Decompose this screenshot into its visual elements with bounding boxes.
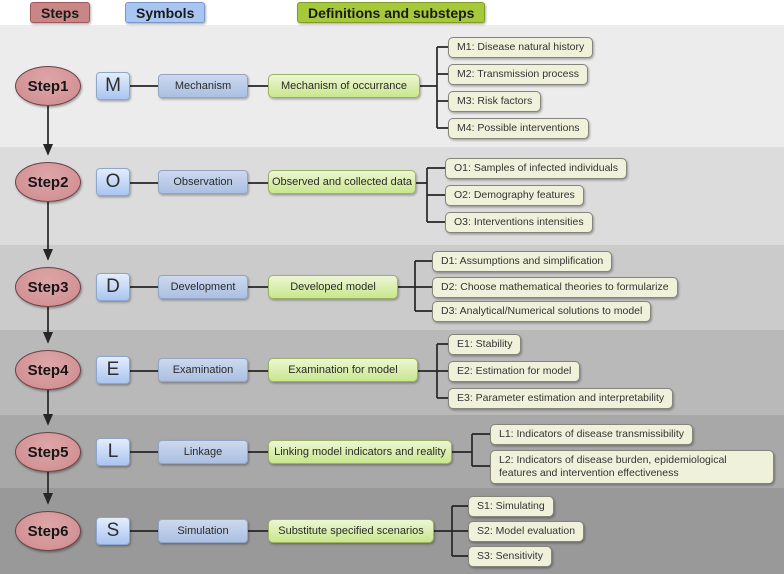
substep-o1: O1: Samples of infected individuals xyxy=(445,158,628,180)
step2-symbol-name: Observation xyxy=(158,170,248,194)
substep-l1: L1: Indicators of disease transmissibili… xyxy=(490,424,693,446)
substep-m4: M4: Possible interventions xyxy=(448,118,589,140)
step4-ellipse: Step4 xyxy=(15,350,81,390)
step6-ellipse: Step6 xyxy=(15,511,81,551)
step4-symbol-letter: E xyxy=(96,356,130,384)
step5-ellipse: Step5 xyxy=(15,432,81,472)
step5-symbol-name: Linkage xyxy=(158,440,248,464)
step2-symbol-letter: O xyxy=(96,168,130,196)
substep-s1: S1: Simulating xyxy=(468,496,554,518)
substep-e1: E1: Stability xyxy=(448,334,522,356)
legend-symbols-badge: Symbols xyxy=(125,2,206,23)
step3-symbol-name: Development xyxy=(158,275,248,299)
substep-s2: S2: Model evaluation xyxy=(468,521,585,543)
step6-symbol-name: Simulation xyxy=(158,519,248,543)
step2-definition: Observed and collected data xyxy=(268,170,416,194)
step6-symbol-letter: S xyxy=(96,517,130,545)
substep-e3: E3: Parameter estimation and interpretab… xyxy=(448,388,674,410)
substep-d1: D1: Assumptions and simplification xyxy=(432,251,613,273)
step1-definition: Mechanism of occurrance xyxy=(268,74,420,98)
step2-ellipse: Step2 xyxy=(15,162,81,202)
step3-definition: Developed model xyxy=(268,275,398,299)
step3-symbol-letter: D xyxy=(96,273,130,301)
step1-symbol-name: Mechanism xyxy=(158,74,248,98)
step3-ellipse: Step3 xyxy=(15,267,81,307)
row-band-2 xyxy=(0,147,784,245)
step4-symbol-name: Examination xyxy=(158,358,248,382)
step5-definition: Linking model indicators and reality xyxy=(268,440,452,464)
substep-o3: O3: Interventions intensities xyxy=(445,212,593,234)
legend-steps-badge: Steps xyxy=(30,2,91,23)
substep-d3: D3: Analytical/Numerical solutions to mo… xyxy=(432,301,652,323)
substep-o2: O2: Demography features xyxy=(445,185,584,207)
substep-m3: M3: Risk factors xyxy=(448,91,542,113)
substep-e2: E2: Estimation for model xyxy=(448,361,581,383)
step5-symbol-letter: L xyxy=(96,438,130,466)
substep-s3: S3: Sensitivity xyxy=(468,546,552,568)
step6-definition: Substitute specified scenarios xyxy=(268,519,434,543)
step1-symbol-letter: M xyxy=(96,72,130,100)
substep-m2: M2: Transmission process xyxy=(448,64,588,86)
substep-d2: D2: Choose mathematical theories to form… xyxy=(432,277,678,299)
substep-l2: L2: Indicators of disease burden, epidem… xyxy=(490,450,774,485)
step4-definition: Examination for model xyxy=(268,358,418,382)
step1-ellipse: Step1 xyxy=(15,66,81,106)
legend-definitions-badge: Definitions and substeps xyxy=(297,2,486,23)
substep-m1: M1: Disease natural history xyxy=(448,37,594,59)
